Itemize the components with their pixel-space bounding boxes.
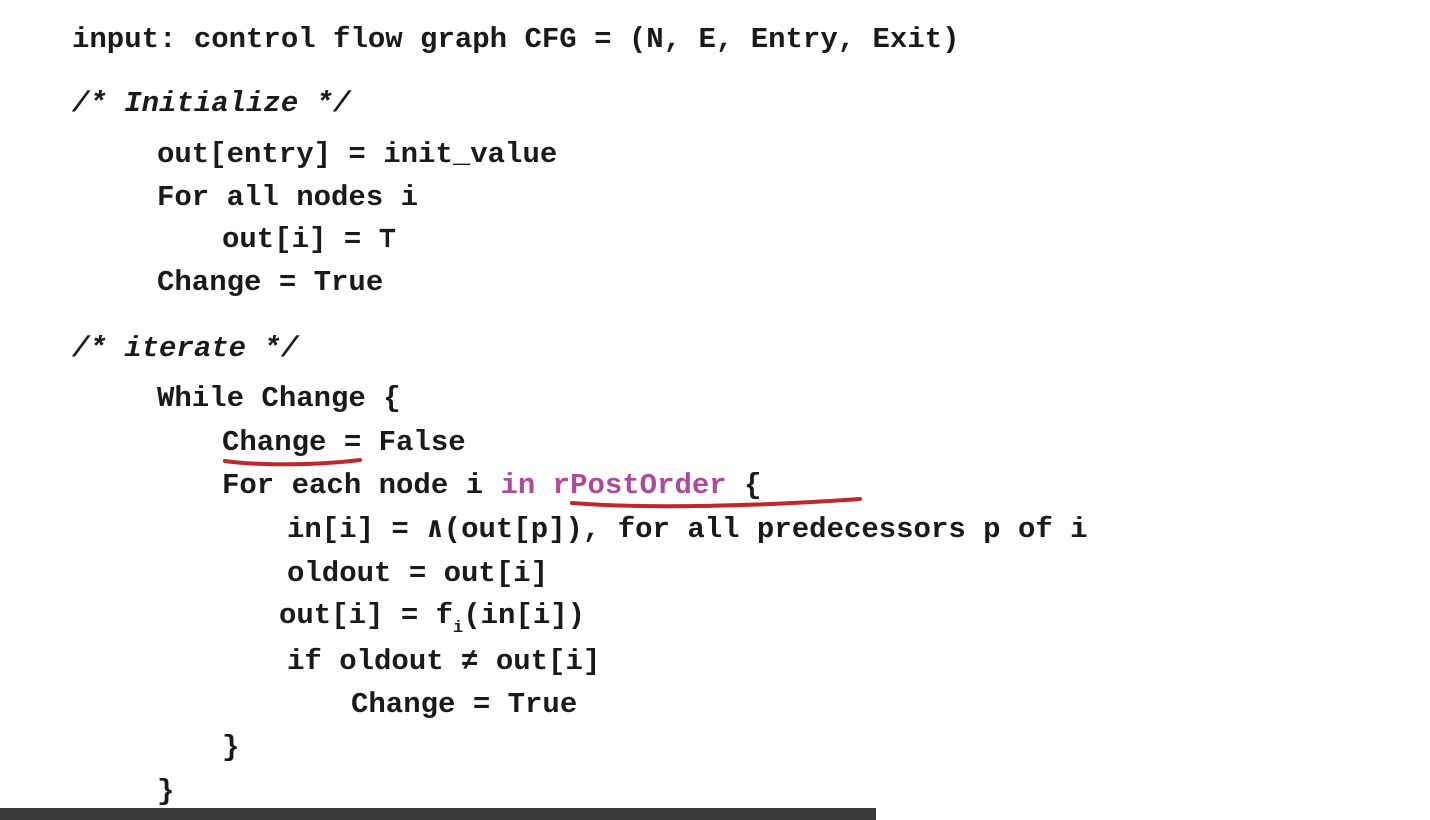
f-subscript: i: [453, 619, 464, 638]
for-all-nodes-line: For all nodes i: [157, 181, 419, 214]
change-false-line: Change = False: [222, 425, 466, 461]
out-assign-suffix: (in[i]): [463, 599, 586, 632]
iterate-comment: /* iterate */: [72, 332, 299, 365]
out-assign-line: out[i] = fi(in[i]): [279, 598, 586, 638]
for-each-prefix: For each node i: [222, 469, 501, 502]
out-i-top-line: out[i] = ⊤: [222, 223, 397, 256]
change-true-line-2: Change = True: [351, 688, 578, 721]
out-entry-line: out[entry] = init_value: [157, 138, 558, 171]
oldout-line: oldout = out[i]: [287, 557, 549, 590]
input-line: input: control flow graph CFG = (N, E, E…: [72, 23, 960, 56]
close-brace-outer: }: [157, 775, 175, 808]
if-oldout-line: if oldout ≠ out[i]: [287, 645, 601, 678]
for-each-brace: {: [726, 469, 762, 502]
in-i-line: in[i] = ∧(out[p]), for all predecessors …: [287, 513, 1088, 546]
close-brace-inner: }: [222, 731, 240, 764]
for-each-line: For each node i in rPostOrder {: [222, 468, 762, 504]
out-assign-prefix: out[i] = f: [279, 599, 454, 632]
while-line: While Change {: [157, 382, 401, 415]
rpostorder-highlight: in rPostOrder: [500, 469, 727, 502]
change-word: Change: [222, 426, 327, 459]
false-assign: = False: [326, 426, 466, 459]
initialize-comment: /* Initialize */: [72, 87, 351, 120]
change-true-line-1: Change = True: [157, 266, 384, 299]
caption-bar: [0, 808, 876, 820]
